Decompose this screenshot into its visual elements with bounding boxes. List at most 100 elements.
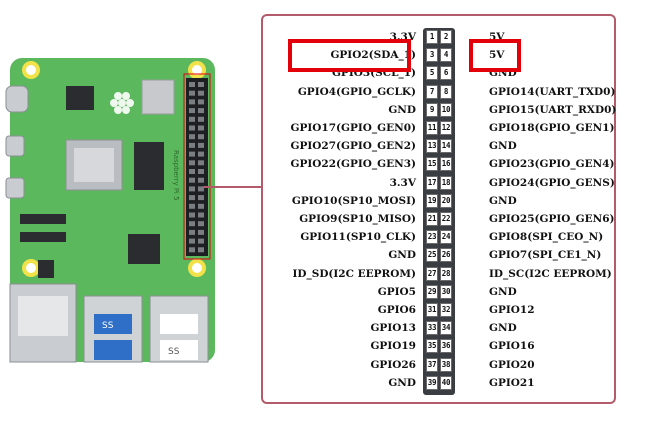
pin-number-left: 13	[426, 139, 438, 154]
board-gpio-pins	[189, 82, 204, 253]
pin-label-right: GPIO7(SPI_CE1_N)	[489, 249, 602, 262]
camera-connector-2	[20, 232, 66, 242]
pin-number-left: 17	[426, 175, 438, 190]
pin-label-right: 5V	[489, 49, 505, 62]
pin-label-left: GPIO2(SDA_1)	[330, 49, 416, 62]
pin-number-right: 8	[440, 84, 452, 99]
pin-number-right: 14	[440, 139, 452, 154]
pin-label-left: 3.3V	[389, 176, 416, 189]
pin-label-left: GPIO10(SP10_MOSI)	[291, 194, 416, 207]
pin-label-left: GPIO19	[370, 340, 416, 353]
pin-number-right: 26	[440, 248, 452, 263]
board-gpio-pin	[198, 177, 204, 183]
pin-number-right: 32	[440, 303, 452, 317]
pin-number-left: 21	[426, 212, 438, 226]
pin-number-right: 36	[440, 339, 452, 354]
pin-number-left: 25	[426, 248, 438, 263]
pin-number-left: 29	[426, 284, 438, 299]
board-gpio-pin	[198, 99, 204, 105]
board-gpio-pin	[198, 116, 204, 122]
pin-label-left: GPIO17(GPIO_GEN0)	[290, 122, 416, 134]
pin-number-left: 7	[426, 84, 438, 99]
pin-label-right: GPIO15(UART_RXD0)	[489, 103, 617, 116]
pin-number-right: 20	[440, 193, 452, 208]
board-gpio-header	[186, 78, 208, 256]
board-silkscreen: Raspberry Pi 5	[172, 150, 180, 201]
pin-label-right: GND	[489, 285, 517, 298]
pin-label-left: GND	[388, 376, 416, 389]
board-gpio-pin	[189, 82, 195, 87]
pin-label-right: GPIO23(GPIO_GEN4)	[489, 158, 615, 171]
pin-number-right: 30	[440, 284, 452, 299]
board-gpio-pin	[198, 151, 204, 157]
board-gpio-pin	[198, 134, 204, 140]
raspberry-pi-board: Raspberry Pi 5 SS SS	[5, 58, 215, 363]
board-gpio-pin	[189, 238, 195, 244]
pin-number-right: 10	[440, 102, 452, 117]
pin-number-right: 40	[440, 375, 452, 390]
board-gpio-pin	[189, 116, 195, 122]
board-gpio-pin	[189, 229, 195, 235]
board-gpio-pin	[198, 186, 204, 192]
pin-label-left: GND	[388, 103, 416, 116]
pin-number-left: 9	[426, 102, 438, 117]
pin-number-right: 28	[440, 266, 452, 281]
pin-number-left: 3	[426, 48, 438, 63]
board-gpio-pin	[189, 134, 195, 140]
board-gpio-pin	[189, 212, 195, 218]
pin-label-right: GPIO20	[489, 358, 535, 371]
board-gpio-pin	[198, 229, 204, 235]
board-gpio-pin	[189, 99, 195, 105]
board-gpio-pin	[198, 247, 204, 253]
highlight-5v	[469, 39, 521, 72]
pin-label-left: GPIO26	[370, 358, 416, 371]
board-gpio-pin	[189, 177, 195, 183]
pin-number-left: 33	[426, 321, 438, 336]
pin-number-left: 27	[426, 266, 438, 281]
board-gpio-pin	[189, 90, 195, 96]
mounting-holes	[22, 61, 206, 277]
pin-number-left: 15	[426, 157, 438, 172]
pin-number-left: 1	[426, 30, 438, 44]
pin-label-left: GPIO13	[370, 322, 416, 335]
board-gpio-pin	[198, 160, 204, 166]
board-gpio-pin	[198, 221, 204, 227]
board-gpio-pin	[189, 142, 195, 148]
pin-number-right: 38	[440, 357, 452, 372]
board-gpio-pin	[189, 108, 195, 114]
pin-label-left: GPIO9(SP10_MISO)	[299, 213, 416, 225]
chip-rp1-top	[141, 79, 175, 115]
pin-number-left: 31	[426, 303, 438, 317]
pin-number-left: 35	[426, 339, 438, 354]
pin-number-left: 5	[426, 66, 438, 81]
pin-label-right: GPIO24(GPIO_GENS)	[489, 176, 615, 189]
pin-label-right: GPIO8(SPI_CEO_N)	[489, 231, 604, 244]
pin-label-right: ID_SC(I2C EEPROM)	[489, 267, 612, 280]
pin-number-right: 4	[440, 48, 452, 63]
board-gpio-pin	[189, 186, 195, 192]
board-gpio-pin	[189, 160, 195, 166]
board-gpio-pin	[189, 195, 195, 201]
board-gpio-pin	[198, 212, 204, 218]
pin-number-right: 6	[440, 66, 452, 81]
pin-label-right: GND	[489, 140, 517, 153]
pin-label-left: GPIO6	[377, 304, 416, 316]
ram-chip	[134, 142, 164, 190]
pin-label-left: ID_SD(I2C EEPROM)	[292, 267, 416, 280]
pin-label-left: GND	[388, 249, 416, 262]
board-gpio-pin	[189, 221, 195, 227]
callout-connector-line	[203, 186, 263, 188]
pin-label-right: GPIO25(GPIO_GEN6)	[489, 213, 615, 225]
board-gpio-pin	[198, 169, 204, 174]
hdmi-port-2	[5, 177, 25, 199]
pin-label-left: GPIO11(SP10_CLK)	[300, 231, 416, 244]
highlight-gpio2	[288, 39, 411, 72]
pin-number-right: 16	[440, 157, 452, 172]
pin-label-right: GPIO18(GPIO_GEN1)	[489, 122, 615, 134]
pin-label-right: GND	[489, 194, 517, 207]
board-gpio-pin	[198, 108, 204, 114]
pin-number-left: 19	[426, 193, 438, 208]
camera-connector-1	[20, 214, 66, 224]
board-gpio-pin	[198, 195, 204, 201]
pin-number-right: 12	[440, 121, 452, 135]
